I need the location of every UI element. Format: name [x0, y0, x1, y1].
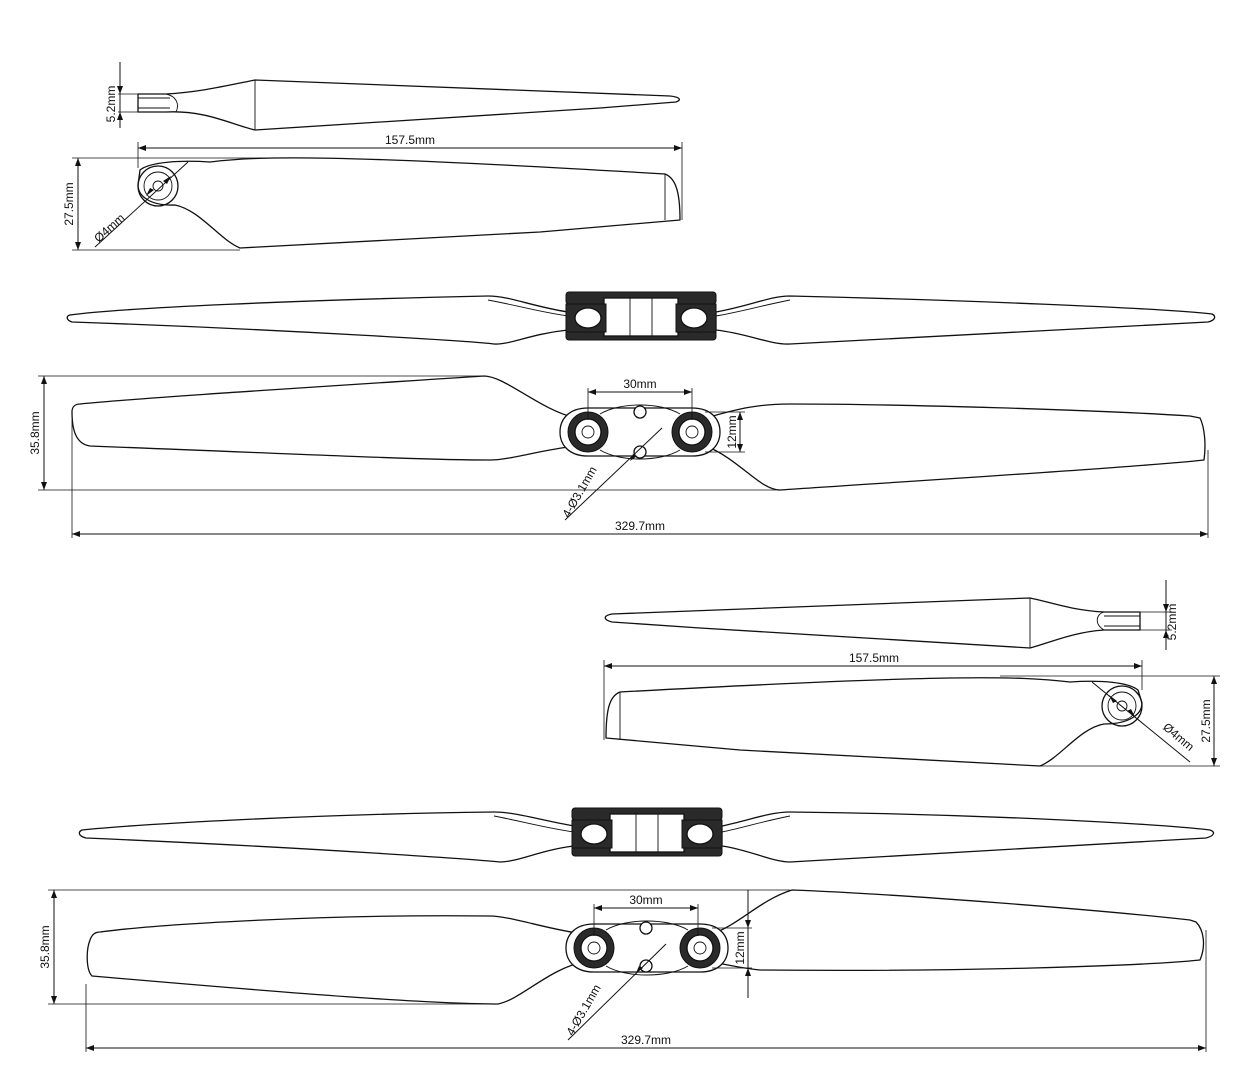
top-propeller-plan-view: 30mm 12mm 4-Ø3.1mm 35.8mm 329.7mm: [28, 375, 1209, 538]
bottom-propeller-side-view: [78, 807, 1215, 863]
top-propeller-side-view: [66, 291, 1216, 345]
top-thickness-label: 5.2mm: [104, 86, 118, 123]
top-hub-spacing-label: 30mm: [623, 377, 656, 391]
top-hole-label: Ø4mm: [91, 211, 127, 245]
bottom-propeller-plan-view: 30mm 12mm 4-Ø3.1mm 35.8mm 329.7mm: [38, 889, 1207, 1052]
bottom-hub-spacing-label: 30mm: [629, 893, 662, 907]
top-blade-plan-view: Ø4mm 157.5mm 27.5mm: [62, 133, 683, 251]
bottom-blade-side-view: 5.2mm: [604, 580, 1179, 650]
bottom-height-label: 35.8mm: [38, 925, 52, 968]
bottom-blade-width-label: 27.5mm: [1199, 699, 1213, 742]
top-holes-label: 4-Ø3.1mm: [559, 464, 599, 520]
top-blade-width-label: 27.5mm: [62, 182, 76, 225]
top-blade-side-view: 5.2mm: [104, 62, 681, 131]
top-hub-width-label: 12mm: [725, 415, 739, 448]
bottom-total-length-label: 329.7mm: [621, 1033, 671, 1047]
bottom-holes-label: 4-Ø3.1mm: [563, 982, 603, 1038]
top-total-length-label: 329.7mm: [615, 519, 665, 533]
bottom-hole-label: Ø4mm: [1160, 720, 1197, 754]
bottom-blade-plan-view: Ø4mm 157.5mm 27.5mm: [603, 651, 1220, 767]
bottom-thickness-label: 5.2mm: [1165, 604, 1179, 641]
bottom-blade-length-label: 157.5mm: [849, 651, 899, 665]
bottom-hub-width-label: 12mm: [733, 931, 747, 964]
top-height-label: 35.8mm: [28, 411, 42, 454]
top-blade-length-label: 157.5mm: [385, 133, 435, 147]
